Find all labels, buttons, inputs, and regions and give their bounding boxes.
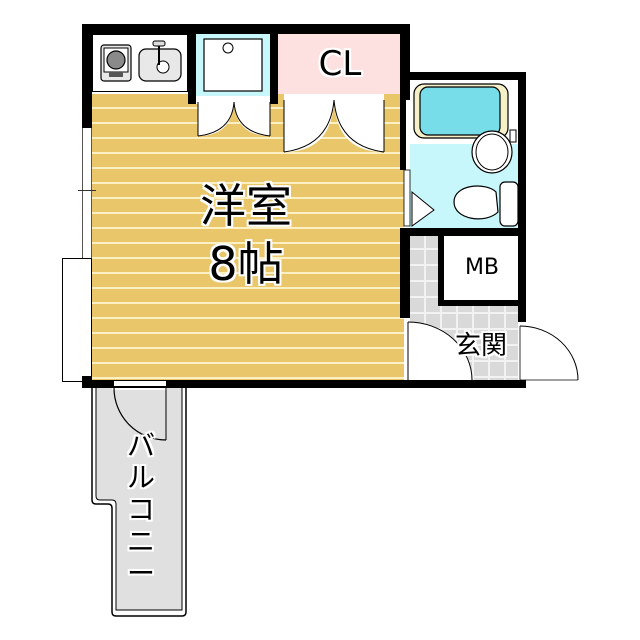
bathtub-icon [413, 83, 509, 139]
wall-kitchen-washer [188, 24, 196, 104]
wall-closet-right [400, 24, 410, 100]
closet-label: CL [318, 44, 362, 84]
wall-bath-bottom [400, 228, 524, 236]
entrance-door-swing-outer-icon [519, 325, 579, 381]
washbasin-icon [471, 129, 517, 174]
kitchen-counter [92, 34, 188, 92]
stove-icon [100, 44, 132, 82]
meter-box-label: MB [464, 255, 500, 280]
wall-washer-closet [270, 24, 278, 104]
western-room-name: 洋室 [200, 179, 292, 233]
left-window-mark [78, 190, 96, 191]
washing-space-door-swing-icon [197, 101, 271, 137]
bathroom-door-icon [403, 169, 435, 227]
meter-box [438, 234, 518, 306]
wall-right-room [400, 100, 406, 170]
balcony-label: バ ル コ ニ ー [126, 429, 155, 590]
balcony-door-swing-icon [112, 386, 167, 441]
wall-right-room-lower [400, 228, 410, 318]
left-window [82, 128, 92, 258]
washing-doors-bg [196, 96, 270, 104]
entrance-door-swing-inner-icon [407, 321, 473, 381]
sink-icon [138, 40, 182, 82]
wall-left-lower [82, 376, 92, 388]
closet [278, 34, 400, 94]
western-room-size: 8帖 [208, 237, 284, 291]
wall-left-upper [82, 24, 92, 128]
toilet-icon [453, 181, 519, 227]
wall-bottom [82, 380, 526, 388]
wall-bath-top [400, 72, 524, 80]
balcony-outline [91, 383, 187, 617]
wall-bath-right [518, 72, 526, 322]
washing-machine-space [196, 34, 274, 96]
left-balcony-window-frame [62, 258, 92, 382]
closet-doors-bg [284, 94, 384, 102]
closet-door-swing-icon [283, 99, 385, 153]
balcony-door-opening [114, 381, 166, 386]
wall-top [82, 24, 410, 34]
entrance-label: 玄関 [454, 331, 507, 361]
washing-machine-pan-icon [203, 38, 263, 92]
balcony [84, 383, 194, 617]
